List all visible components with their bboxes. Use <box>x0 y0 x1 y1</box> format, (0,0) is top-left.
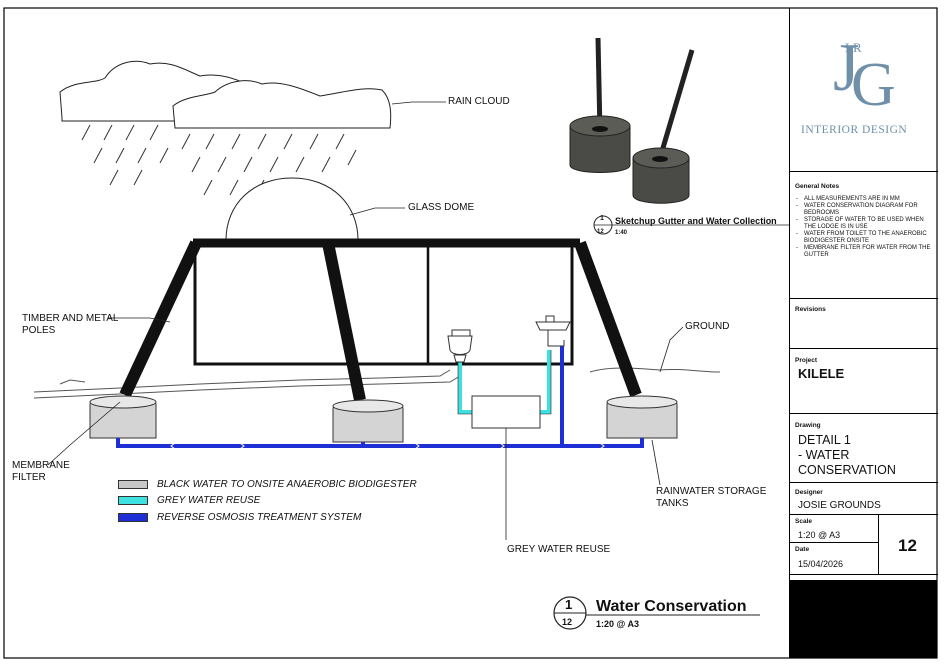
designer-label: Designer <box>795 489 823 496</box>
label-rainwater-tanks: RAINWATER STORAGE TANKS <box>656 486 767 509</box>
ground-line <box>33 367 721 399</box>
legend-swatch <box>118 479 148 489</box>
main-view-scale: 1:20 @ A3 <box>596 619 639 629</box>
title-block-footer <box>790 580 937 658</box>
legend-swatch <box>118 512 148 522</box>
legend-item-reverse-osmosis: REVERSE OSMOSIS TREATMENT SYSTEM <box>118 511 361 523</box>
scale-label: Scale <box>795 518 812 525</box>
note-item: WATER FROM TOILET TO THE ANAEROBIC BIODI… <box>796 231 936 245</box>
note-item: STORAGE OF WATER TO BE USED WHEN THE LOD… <box>796 217 936 231</box>
designer-value: JOSIE GROUNDS <box>798 500 881 511</box>
main-view-sheet: 12 <box>562 617 573 627</box>
grey-water-tank <box>471 395 541 429</box>
label-ground: GROUND <box>685 321 730 332</box>
label-timber-poles: TIMBER AND METAL POLES <box>22 313 119 336</box>
label-rain-cloud: RAIN CLOUD <box>448 96 510 107</box>
label-grey-water-reuse: GREY WATER REUSE <box>507 544 611 555</box>
sketch-view-title: Sketchup Gutter and Water Collection <box>615 216 777 226</box>
sketch-view-number: 1 <box>600 215 604 222</box>
general-notes: ALL MEASUREMENTS ARE IN MM WATER CONSERV… <box>794 196 936 259</box>
note-item: WATER CONSERVATION DIAGRAM FOR BEDROOMS <box>796 203 936 217</box>
project-label: Project <box>795 357 818 364</box>
glass-dome <box>225 177 359 241</box>
lodge-frame <box>119 238 642 402</box>
ro-pipe <box>116 346 644 448</box>
sketch-view-callout <box>593 215 790 235</box>
label-membrane-filter: MEMBRANE FILTER <box>12 460 70 483</box>
logo-monogram: LR <box>845 40 862 55</box>
note-item: MEMBRANE FILTER FOR WATER FROM THE GUTTE… <box>796 245 936 259</box>
drawing-value: DETAIL 1 - WATER CONSERVATION <box>798 433 896 477</box>
ro-pipe-arrows <box>170 442 605 450</box>
date-value: 15/04/2026 <box>798 559 844 569</box>
legend-item-grey-water: GREY WATER REUSE <box>118 494 260 506</box>
legend-label: BLACK WATER TO ONSITE ANAEROBIC BIODIGES… <box>157 478 417 490</box>
sketch-view-scale: 1:40 <box>615 230 628 236</box>
legend-swatch <box>118 495 148 505</box>
main-view-callout <box>553 596 760 630</box>
logo-tagline: INTERIOR DESIGN <box>801 124 908 136</box>
scale-value: 1:20 @ A3 <box>798 530 841 540</box>
note-item: ALL MEASUREMENTS ARE IN MM <box>796 196 936 203</box>
rain-streaks <box>81 124 357 196</box>
drawing-label: Drawing <box>795 422 821 429</box>
legend-label: REVERSE OSMOSIS TREATMENT SYSTEM <box>157 511 362 523</box>
sketch-view-sheet: 12 <box>597 229 604 235</box>
sheet-number: 12 <box>898 536 917 555</box>
legend-item-black-water: BLACK WATER TO ONSITE ANAEROBIC BIODIGES… <box>118 478 417 490</box>
project-value: KILELE <box>798 366 845 381</box>
rain-cloud <box>59 60 392 129</box>
logo-letter-j: J <box>833 29 860 105</box>
main-view-number: 1 <box>565 597 573 612</box>
revisions-label: Revisions <box>795 306 826 313</box>
label-glass-dome: GLASS DOME <box>408 202 475 213</box>
grey-water-pipe <box>458 350 551 414</box>
legend-label: GREY WATER REUSE <box>157 494 261 506</box>
main-view-title: Water Conservation <box>596 598 747 615</box>
logo-letter-g: G <box>851 51 896 119</box>
sink <box>535 315 571 347</box>
date-label: Date <box>795 546 810 553</box>
toilet <box>447 329 473 363</box>
gutter-collection-model <box>569 37 695 204</box>
general-notes-title: General Notes <box>795 183 840 190</box>
title-block: General Notes ALL MEASUREMENTS ARE IN MM… <box>789 8 938 658</box>
company-logo: LR J G INTERIOR DESIGN <box>795 30 925 145</box>
storage-tanks <box>89 395 678 443</box>
